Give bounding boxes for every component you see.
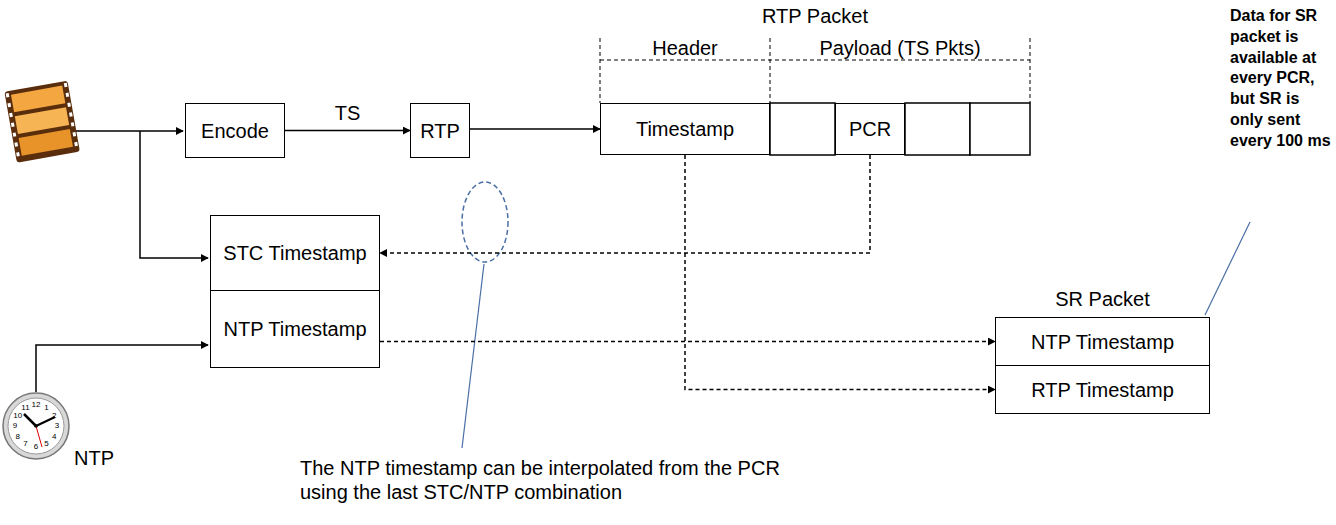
packet-title: SR Packet	[995, 287, 1210, 311]
arrow-connector	[285, 130, 410, 132]
field-group-label: Header	[600, 36, 770, 60]
payload-cell	[770, 103, 1030, 155]
edge-label: TS	[335, 101, 361, 125]
clock-numeral: 12	[32, 401, 41, 409]
clock-arrow	[36, 345, 208, 392]
leader-line	[1205, 222, 1250, 315]
sr-field: NTP Timestamp	[995, 317, 1210, 366]
arrow-connector	[470, 128, 600, 130]
box-text: PCR	[849, 116, 891, 142]
box-text: RTP Timestamp	[1031, 377, 1174, 403]
clock-numeral: 5	[44, 440, 48, 448]
box-text: NTP Timestamp	[1031, 329, 1174, 355]
box-text: Timestamp	[636, 116, 734, 142]
timestamp-box: STC Timestamp	[210, 215, 380, 291]
clock-numeral: 6	[34, 443, 38, 451]
note-text: The NTP timestamp can be interpolated fr…	[300, 456, 780, 504]
payload-field: PCR	[835, 103, 905, 155]
clock-numeral: 8	[16, 433, 20, 441]
clock-numeral: 10	[13, 412, 22, 420]
sr-field: RTP Timestamp	[995, 365, 1210, 414]
box-text: RTP	[420, 118, 460, 144]
clock-numeral: 2	[52, 412, 56, 420]
box-text: NTP Timestamp	[224, 316, 367, 342]
clock-label: NTP	[74, 446, 124, 470]
process-box: Encode	[185, 103, 285, 158]
dashed-connector	[380, 341, 995, 343]
box-text: Encode	[201, 118, 269, 144]
clock-numeral: 1	[44, 404, 48, 412]
clock-numeral: 4	[52, 433, 56, 441]
highlight-ellipse	[462, 182, 508, 262]
timestamp-box: NTP Timestamp	[210, 290, 380, 368]
leader-line	[462, 264, 484, 448]
dashed-connector	[380, 155, 870, 253]
box-text: STC Timestamp	[223, 240, 366, 266]
clock-numeral: 9	[13, 422, 17, 430]
input-arrow	[76, 130, 183, 132]
clock-numeral: 3	[55, 422, 59, 430]
clock-numeral: 11	[21, 404, 29, 412]
packet-title: RTP Packet	[600, 4, 1030, 28]
dashed-connector	[685, 155, 995, 390]
process-box: RTP	[410, 103, 470, 158]
film-icon	[4, 81, 80, 163]
header-field: Timestamp	[600, 103, 770, 155]
clock-icon	[3, 393, 69, 459]
field-group-label: Payload (TS Pkts)	[770, 36, 1030, 60]
note-text: Data for SR packet is available at every…	[1230, 6, 1333, 152]
clock-numeral: 7	[23, 440, 27, 448]
